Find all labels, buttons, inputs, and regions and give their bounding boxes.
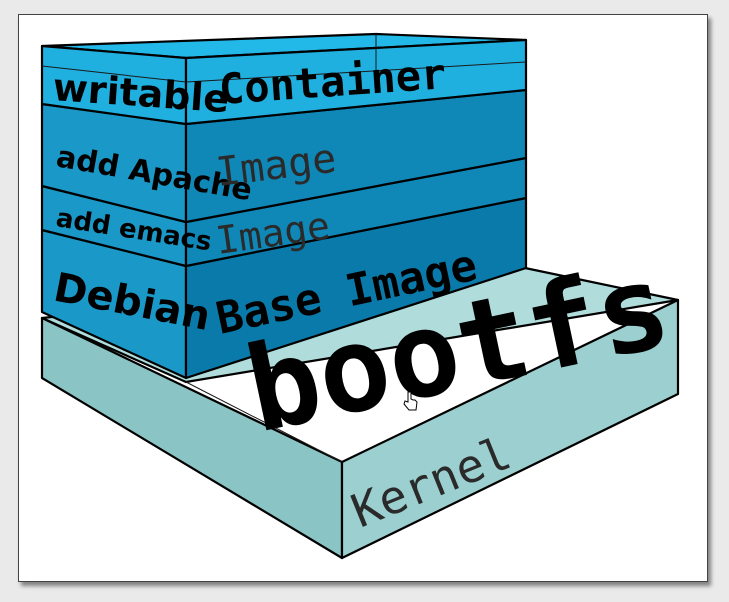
hand-cursor-icon xyxy=(403,391,418,411)
container-layer xyxy=(40,32,528,126)
kernel-edge xyxy=(185,381,343,463)
container-front-face xyxy=(184,38,528,126)
kernel-front-face xyxy=(340,298,680,560)
apache-image-layer xyxy=(40,88,528,224)
container-inner-edge xyxy=(41,61,527,83)
